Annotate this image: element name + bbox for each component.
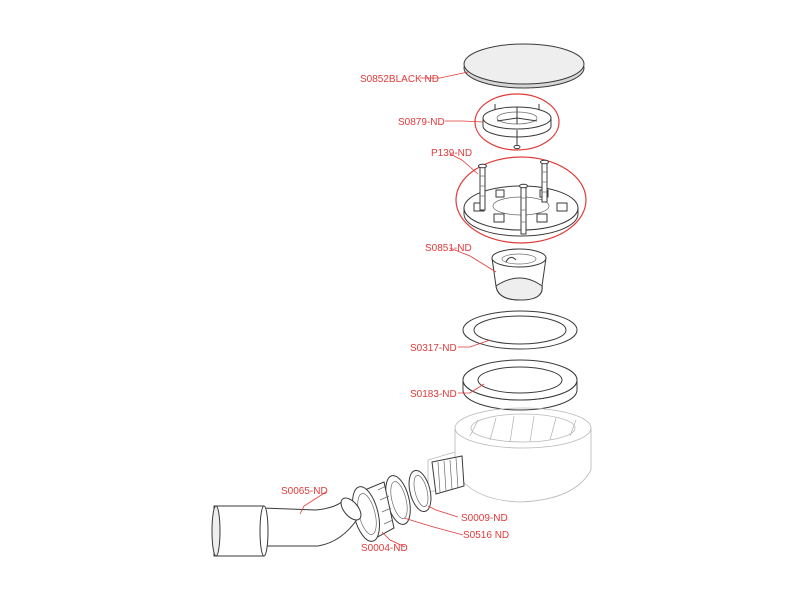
- label-ring-b: S0009-ND: [461, 513, 508, 524]
- label-screws: P139-ND: [431, 148, 472, 159]
- ring-b: [408, 469, 432, 513]
- insert-bell: [491, 248, 547, 301]
- grate: [482, 104, 552, 150]
- gasket-thin: [462, 310, 578, 350]
- label-gasket-thin: S0317-ND: [410, 343, 457, 354]
- screws-highlight: [455, 156, 587, 244]
- label-nut: S0004-ND: [361, 543, 408, 554]
- label-cover: S0852BLACK ND: [360, 74, 439, 85]
- label-insert: S0851-ND: [425, 243, 472, 254]
- mounting-screws: [478, 159, 549, 235]
- gasket-thick: [462, 359, 578, 411]
- ring-a: [385, 475, 411, 525]
- union-nut: [352, 481, 395, 542]
- trap-body: [427, 407, 592, 503]
- outlet-pipe: [211, 497, 362, 557]
- cover-disc: [463, 43, 585, 89]
- leader-lines: [299, 71, 497, 548]
- label-grate: S0879-ND: [398, 117, 445, 128]
- label-ring-a: S0516 ND: [463, 530, 509, 541]
- label-gasket-thick: S0183-ND: [410, 389, 457, 400]
- label-pipe: S0065-ND: [281, 486, 328, 497]
- threaded-spigot: [431, 455, 465, 495]
